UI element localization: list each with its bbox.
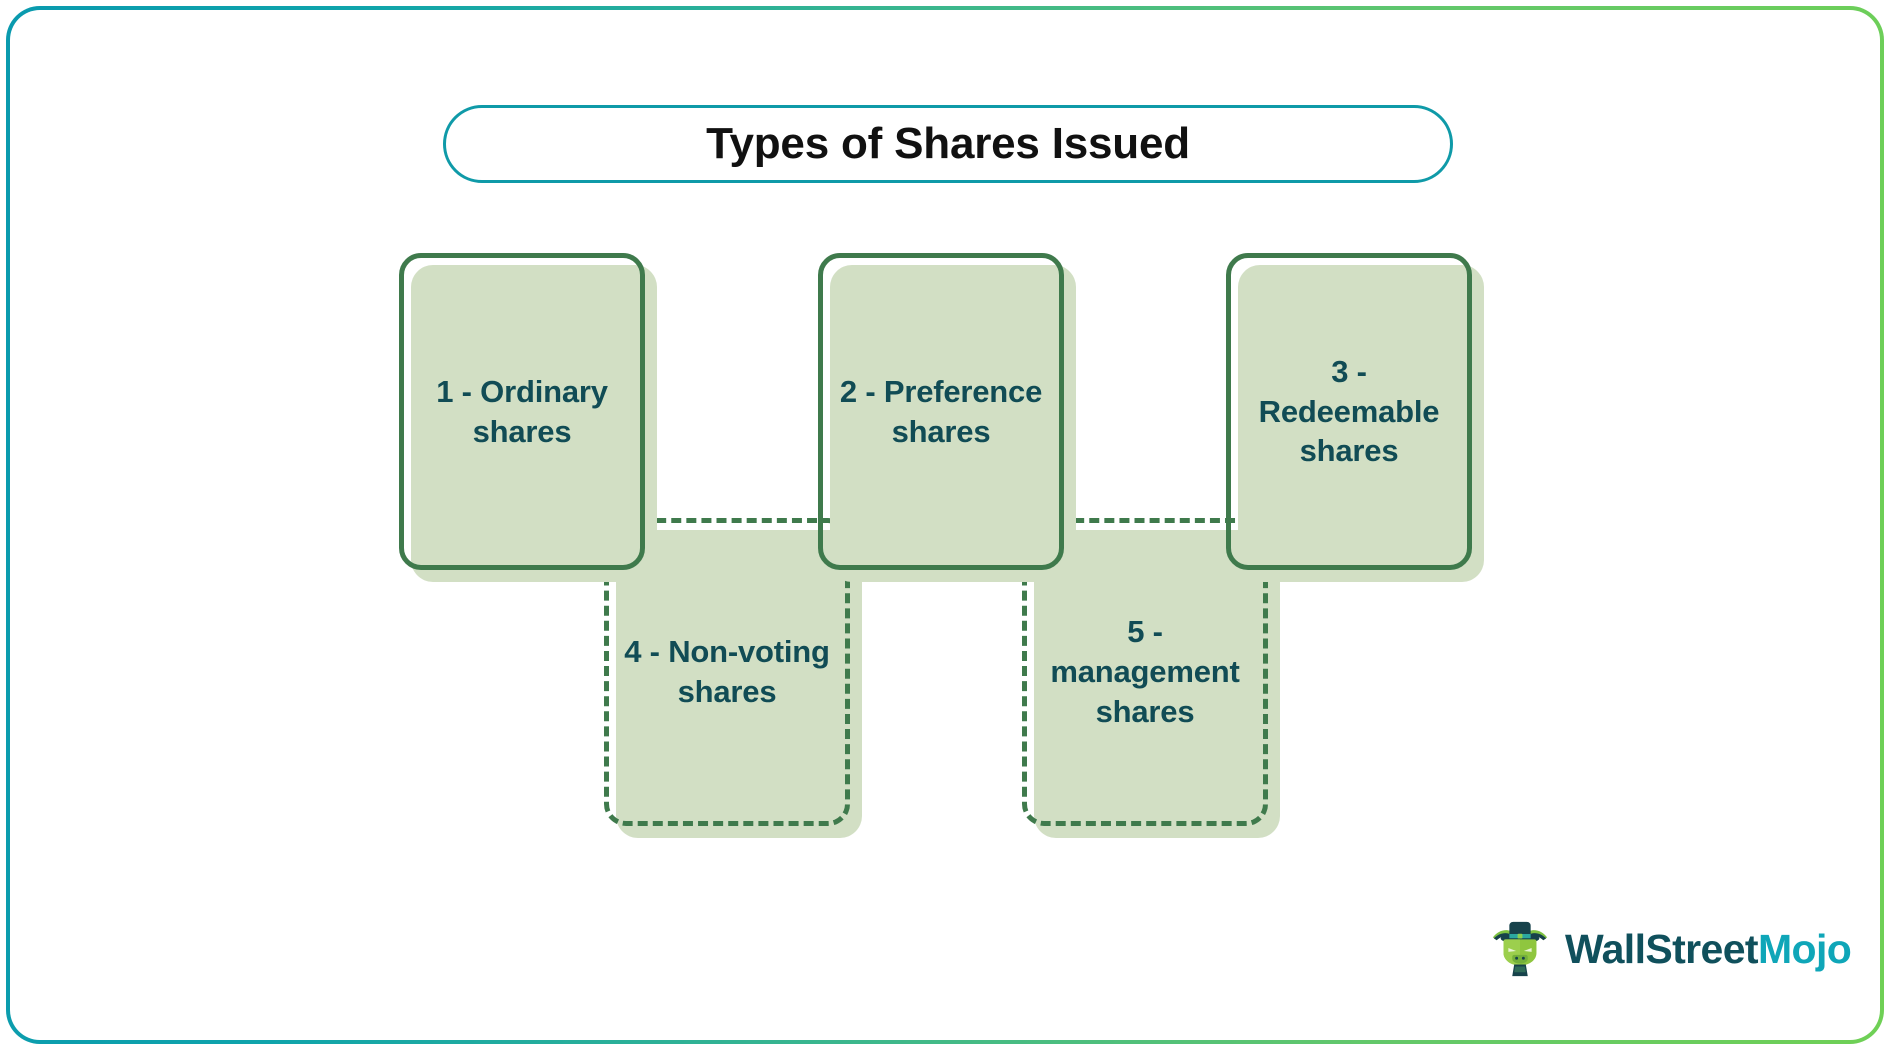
- title-pill: Types of Shares Issued: [443, 105, 1453, 183]
- card-fill: [616, 530, 862, 838]
- card-non-voting-shares[interactable]: 4 - Non-voting shares: [604, 518, 862, 838]
- bull-mascot-icon: [1492, 921, 1548, 977]
- card-fill: [411, 265, 657, 582]
- card-outline-dashed: [1022, 518, 1268, 826]
- card-outline-solid: [818, 253, 1064, 570]
- card-management-shares[interactable]: 5 - management shares: [1022, 518, 1280, 838]
- card-outline-solid: [1226, 253, 1472, 570]
- card-label: 3 - Redeemable shares: [1258, 353, 1440, 469]
- card-fill: [1238, 265, 1484, 582]
- card-redeemable-shares[interactable]: 3 - Redeemable shares: [1226, 253, 1484, 582]
- logo-text-mojo: Mojo: [1757, 925, 1852, 972]
- card-label: 4 - Non-voting shares: [624, 634, 830, 709]
- logo-text-wallstreet: WallStreet: [1565, 925, 1759, 972]
- card-label: 2 - Preference shares: [839, 373, 1043, 449]
- card-fill: [1034, 530, 1280, 838]
- card-ordinary-shares[interactable]: 1 - Ordinary shares: [399, 253, 657, 582]
- card-outline-solid: [399, 253, 645, 570]
- card-fill: [830, 265, 1076, 582]
- logo-wordmark: WallStreetMojo: [1565, 925, 1852, 973]
- card-preference-shares[interactable]: 2 - Preference shares: [818, 253, 1076, 582]
- page-title: Types of Shares Issued: [706, 119, 1190, 168]
- card-outline-dashed: [604, 518, 850, 826]
- card-label: 1 - Ordinary shares: [436, 373, 608, 449]
- wallstreetmojo-logo[interactable]: WallStreetMojo: [1489, 918, 1852, 980]
- card-label: 5 - management shares: [1050, 614, 1240, 729]
